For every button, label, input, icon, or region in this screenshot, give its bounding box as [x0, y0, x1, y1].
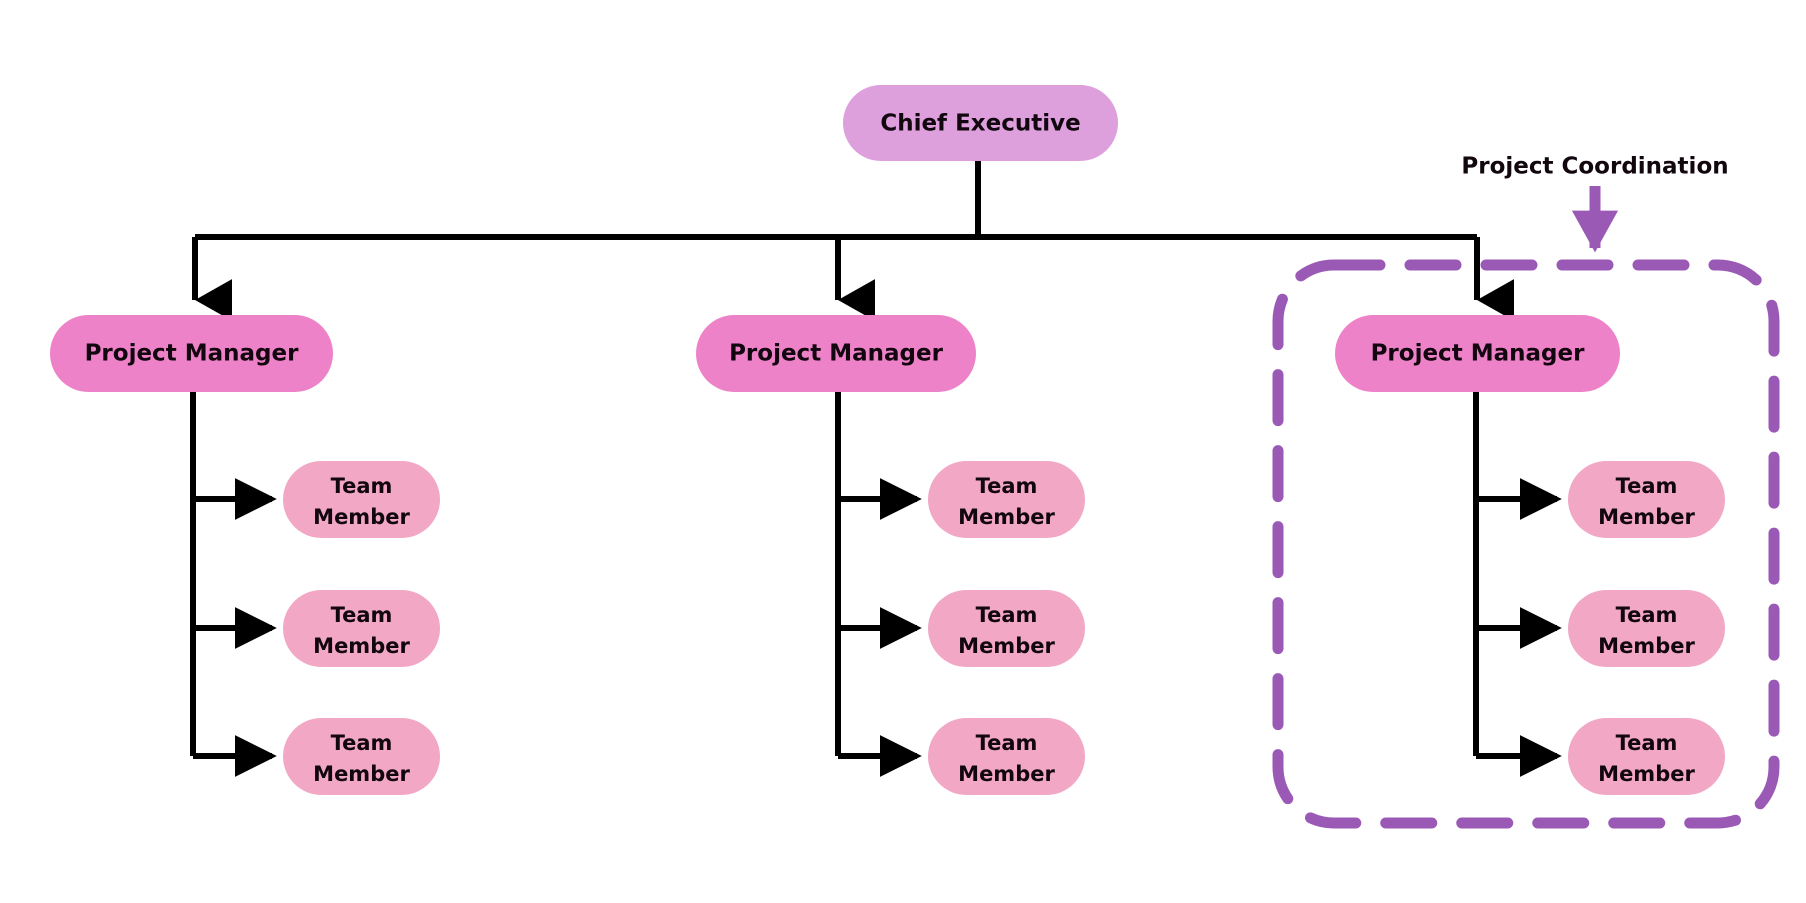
node-team-member-label-line2: Member — [313, 634, 410, 658]
node-chief-executive-label: Chief Executive — [880, 111, 1080, 137]
node-team-member-shape — [1568, 718, 1725, 795]
node-team-member-label-line1: Team — [331, 731, 393, 755]
node-project-manager-2-shape — [696, 315, 976, 392]
annotation-project-coordination-label: Project Coordination — [1461, 154, 1728, 180]
project-coordination-group-outline — [1272, 259, 1780, 829]
node-chief-executive[interactable]: Chief Executive — [843, 85, 1118, 161]
node-team-member-label-line2: Member — [313, 762, 410, 786]
node-project-manager-2-label: Project Manager — [729, 341, 943, 367]
node-team-member-label-line2: Member — [958, 634, 1055, 658]
node-project-manager-1-label: Project Manager — [85, 341, 299, 367]
node-team-member-shape — [283, 590, 440, 667]
node-team-member-shape — [928, 590, 1085, 667]
node-team-member[interactable]: Team Member — [283, 590, 440, 667]
node-team-member[interactable]: Team Member — [928, 718, 1085, 795]
node-project-manager-3[interactable]: Project Manager — [1335, 315, 1620, 392]
node-project-manager-2[interactable]: Project Manager — [696, 315, 976, 392]
node-chief-executive-shape — [843, 85, 1118, 161]
node-team-member[interactable]: Team Member — [928, 461, 1085, 538]
node-team-member-label-line1: Team — [976, 603, 1038, 627]
node-team-member-label-line2: Member — [1598, 762, 1695, 786]
node-team-member[interactable]: Team Member — [283, 718, 440, 795]
node-project-manager-1-shape — [50, 315, 333, 392]
node-team-member-shape — [283, 718, 440, 795]
node-team-member-shape — [1568, 590, 1725, 667]
node-team-member-shape — [283, 461, 440, 538]
node-project-manager-3-shape — [1335, 315, 1620, 392]
node-team-member-label-line1: Team — [1616, 731, 1678, 755]
node-team-member[interactable]: Team Member — [928, 590, 1085, 667]
node-team-member-label-line2: Member — [313, 505, 410, 529]
node-team-member-shape — [928, 461, 1085, 538]
node-team-member[interactable]: Team Member — [1568, 461, 1725, 538]
node-team-member-label-line2: Member — [1598, 505, 1695, 529]
node-team-member[interactable]: Team Member — [1568, 718, 1725, 795]
node-team-member-label-line1: Team — [976, 474, 1038, 498]
node-team-member-shape — [928, 718, 1085, 795]
node-team-member-label-line1: Team — [976, 731, 1038, 755]
node-team-member-label-line1: Team — [1616, 603, 1678, 627]
node-team-member-label-line2: Member — [958, 505, 1055, 529]
node-team-member-shape — [1568, 461, 1725, 538]
node-project-manager-1[interactable]: Project Manager — [50, 315, 333, 392]
node-team-member[interactable]: Team Member — [1568, 590, 1725, 667]
node-team-member-label-line1: Team — [331, 474, 393, 498]
node-team-member-label-line1: Team — [331, 603, 393, 627]
node-team-member-label-line1: Team — [1616, 474, 1678, 498]
node-team-member-label-line2: Member — [958, 762, 1055, 786]
node-team-member-label-line2: Member — [1598, 634, 1695, 658]
node-project-manager-3-label: Project Manager — [1371, 341, 1585, 367]
node-team-member[interactable]: Team Member — [283, 461, 440, 538]
